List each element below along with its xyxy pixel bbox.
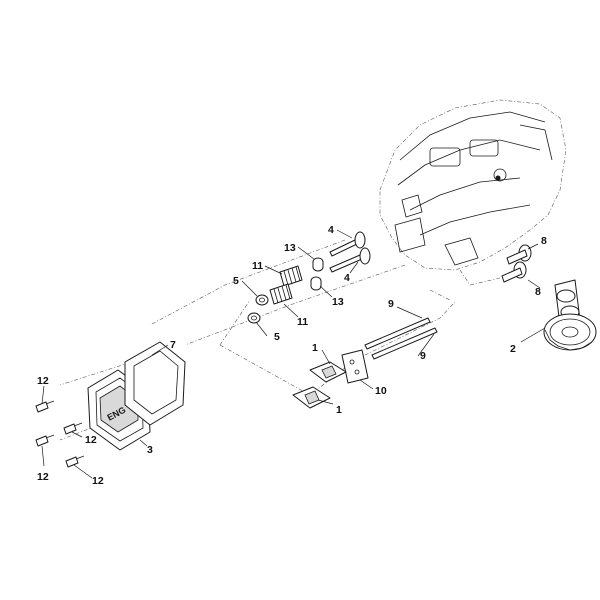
rocker-arm-upper [309, 361, 347, 383]
callout-11-upper: 11 [252, 260, 263, 272]
callout-12-b: 12 [85, 434, 97, 446]
callout-12-a: 12 [37, 375, 49, 387]
callout-2: 2 [510, 343, 516, 355]
tappet-upper [506, 244, 532, 265]
rocker-arm-lower [292, 386, 331, 409]
callout-8-upper: 8 [541, 235, 547, 247]
tappet-lower [501, 261, 527, 283]
callout-3: 3 [147, 444, 153, 456]
cover-gasket [124, 341, 186, 426]
spring-retainer-lower [247, 312, 261, 324]
screw-4 [65, 455, 85, 468]
callout-11-lower: 11 [297, 316, 308, 328]
callout-1-lower: 1 [336, 404, 342, 416]
callout-4-lower: 4 [344, 272, 350, 284]
valve-spring-upper [279, 265, 303, 287]
push-rod-upper [364, 317, 431, 350]
guide-plate [341, 349, 369, 384]
callout-12-d: 12 [92, 475, 104, 487]
screw-2 [63, 422, 83, 435]
callout-8-lower: 8 [535, 286, 541, 298]
callout-9-upper: 9 [388, 298, 394, 310]
callout-4-upper: 4 [328, 224, 334, 236]
spring-retainer-upper [255, 294, 269, 306]
leader-lines [41, 229, 546, 479]
valve-spring-lower [269, 283, 293, 305]
callout-5-lower: 5 [274, 331, 280, 343]
screw-3 [35, 434, 55, 447]
callout-13-upper: 13 [284, 242, 296, 254]
callout-10: 10 [375, 385, 387, 397]
valve-upper [329, 231, 366, 257]
push-rod-lower [371, 327, 438, 360]
callout-1-upper: 1 [312, 342, 318, 354]
callout-labels: 4 4 13 13 11 11 5 5 7 3 8 8 2 9 9 10 1 1… [37, 224, 547, 487]
screw-1 [35, 400, 55, 413]
callout-9-lower: 9 [420, 350, 426, 362]
valve-lower [329, 247, 371, 273]
callout-7: 7 [170, 339, 176, 351]
valve-stem-cap-upper [312, 257, 324, 272]
crankcase-block [379, 99, 567, 286]
callout-13-lower: 13 [332, 296, 344, 308]
valve-stem-cap-lower [310, 276, 322, 291]
camshaft [543, 279, 597, 351]
callout-5-upper: 5 [233, 275, 239, 287]
callout-12-c: 12 [37, 471, 49, 483]
